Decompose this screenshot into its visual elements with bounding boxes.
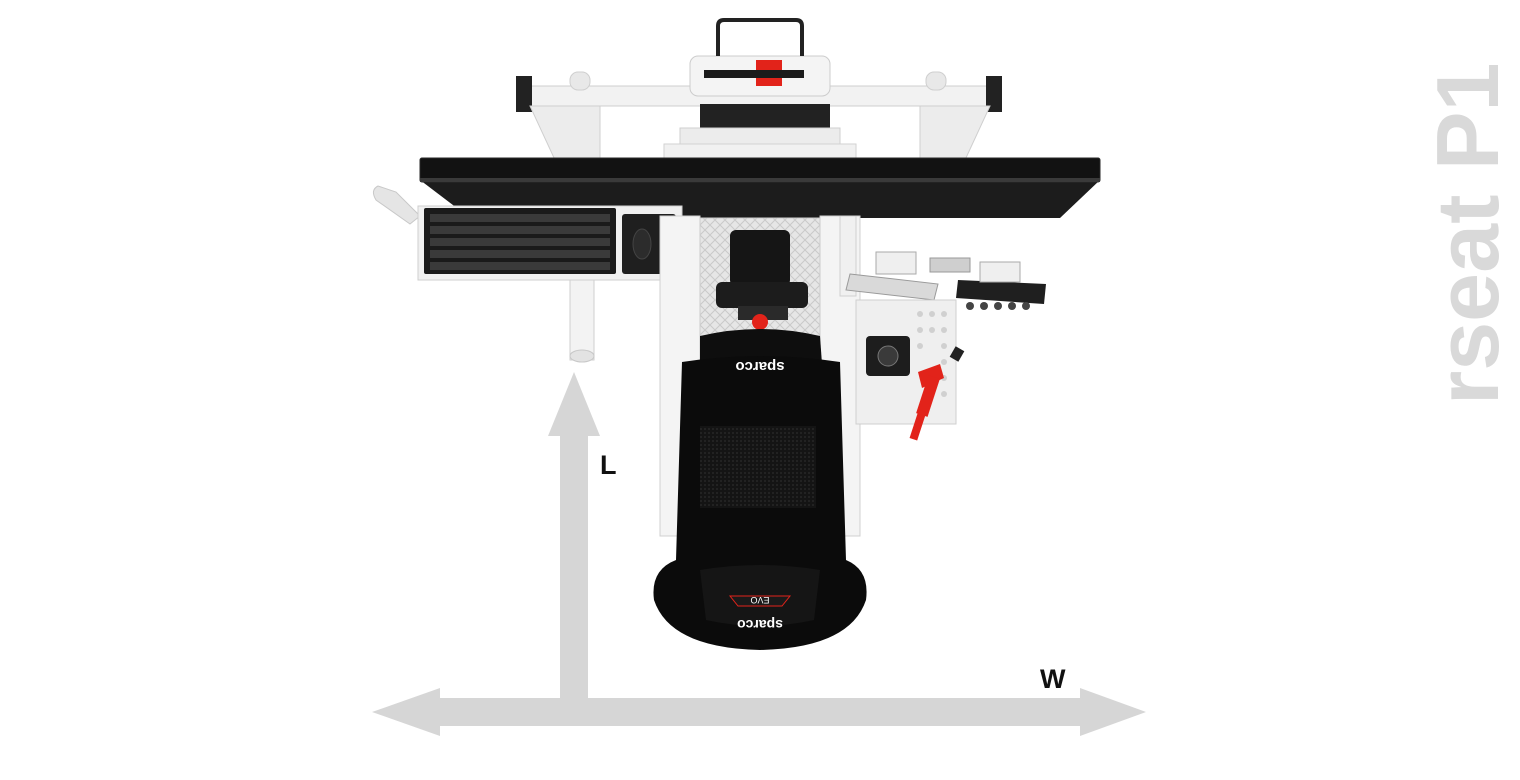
seat-model: EVO [750,595,769,605]
seat-mesh-panel [700,426,816,508]
racing-seat: sparco EVO sparco [653,329,867,650]
keyboard-keys [430,214,610,270]
brand-name: rseat P1 [1418,63,1517,405]
width-axis-arrow [372,688,1146,736]
button-box-right [956,261,1046,310]
button-box-left [845,251,971,301]
brand-logo: rseat P1 [1418,63,1517,405]
quick-release-hub [752,314,768,330]
length-axis-label: L [600,450,617,480]
monitor-mount [663,18,857,163]
keyboard-tray [372,185,683,363]
seat-brand-top: sparco [735,358,784,375]
length-axis-arrow [548,372,600,700]
mouse [632,228,652,260]
seat-brand-bottom: sparco [737,617,783,633]
wheel-base [716,230,808,330]
seat-model-badge: EVO [728,595,792,607]
handbrake [909,346,965,441]
width-axis-label: W [1040,664,1066,694]
shifter-plate [855,299,965,441]
